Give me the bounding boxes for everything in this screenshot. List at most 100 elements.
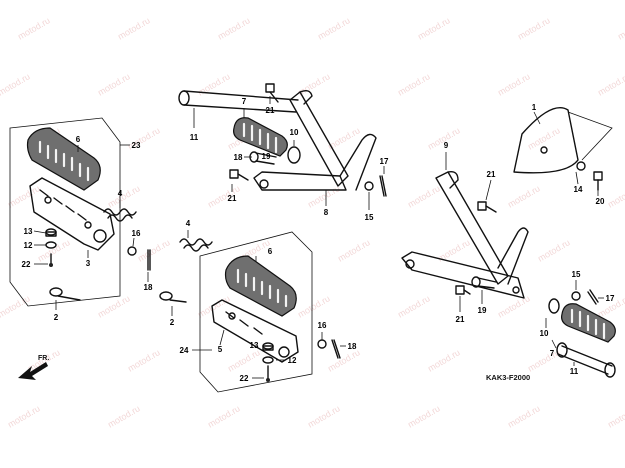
watermark-text: motod.ru: [136, 237, 172, 263]
guard-bolt: [593, 171, 603, 191]
return-spring: [103, 208, 137, 222]
watermark-text: motod.ru: [506, 183, 542, 209]
callout-5: 5: [218, 345, 223, 354]
callout-18-lower: 18: [348, 342, 357, 351]
watermark-text: motod.ru: [36, 237, 72, 263]
callout-22-lower: 22: [240, 374, 249, 383]
callout-21: 21: [266, 106, 275, 115]
watermark-text: motod.ru: [416, 15, 452, 41]
callout-6: 6: [76, 135, 81, 144]
watermark-text: motod.ru: [96, 293, 132, 319]
callout-21-right: 21: [487, 170, 496, 179]
leader-lines: [33, 96, 604, 379]
callout-12-lower: 12: [288, 356, 297, 365]
callout-labels: 23 6 4 13 12 22 3 2 16 18 4 6 24 5 13 12…: [22, 97, 615, 383]
watermark-text: motod.ru: [116, 15, 152, 41]
footpeg-bracket: [29, 177, 115, 251]
watermark-text: motod.ru: [0, 71, 32, 97]
watermark-text: motod.ru: [126, 347, 162, 373]
flange-bolt-mid: [229, 169, 249, 181]
callout-14: 14: [574, 185, 583, 194]
callout-23: 23: [132, 141, 141, 150]
pivot-pin: [49, 287, 81, 301]
shaft-rubber: [233, 117, 288, 157]
footpeg-bracket-lower: [211, 299, 299, 363]
callout-11: 11: [190, 133, 199, 142]
callout-2-lower: 2: [170, 318, 175, 327]
watermark-text: motod.ru: [496, 293, 532, 319]
watermark-text: motod.ru: [206, 403, 242, 429]
callout-22: 22: [22, 260, 31, 269]
shaft-rubber-right: [561, 303, 616, 343]
callout-17: 17: [380, 157, 389, 166]
callout-8: 8: [324, 208, 329, 217]
assembly-box-23: [9, 117, 121, 307]
flange-bolt-right: [477, 201, 497, 213]
watermark-text: motod.ru: [96, 71, 132, 97]
step-bar-left: [253, 89, 377, 191]
callout-19-right: 19: [478, 306, 487, 315]
watermark-text: motod.ru: [606, 183, 625, 209]
pivot-shaft-right: [556, 342, 616, 378]
watermark-text: motod.ru: [6, 403, 42, 429]
watermark-text: motod.ru: [426, 347, 462, 373]
watermark-text: motod.ru: [226, 347, 262, 373]
callout-7: 7: [242, 97, 247, 106]
diagram-code: KAK3-F2000: [486, 373, 530, 382]
direction-label: FR.: [38, 355, 49, 362]
watermark-text: motod.ru: [396, 293, 432, 319]
watermark-text: motod.ru: [526, 125, 562, 151]
watermark-text: motod.ru: [406, 403, 442, 429]
callout-15-right: 15: [572, 270, 581, 279]
callout-16: 16: [132, 229, 141, 238]
callout-24: 24: [180, 346, 189, 355]
watermark-text: motod.ru: [506, 403, 542, 429]
watermark-text: motod.ru: [326, 347, 362, 373]
watermark-text: motod.ru: [396, 71, 432, 97]
flange-bolt-right-lower: [455, 285, 471, 295]
callout-17-right: 17: [606, 294, 615, 303]
callout-4-lower: 4: [186, 219, 191, 228]
nut: [127, 246, 137, 256]
watermark-text: motod.ru: [496, 71, 532, 97]
return-spring-lower: [179, 238, 213, 252]
watermark-text: motod.ru: [106, 403, 142, 429]
callout-3: 3: [86, 259, 91, 268]
pin-bolt-right: [471, 276, 497, 289]
watermark-text: motod.ru: [596, 71, 625, 97]
callout-1: 1: [532, 103, 537, 112]
footpeg-rubber-lower: [224, 255, 297, 317]
watermark-text: motod.ru: [616, 15, 625, 41]
callout-7-right: 7: [550, 349, 555, 358]
pivot-shaft: [178, 90, 299, 113]
watermark-text: motod.ru: [6, 183, 42, 209]
step-bar-right: [401, 170, 529, 299]
collar-body: [45, 231, 57, 237]
heel-guard: [513, 107, 613, 174]
watermark-text: motod.ru: [406, 183, 442, 209]
watermark-text: motod.ru: [306, 403, 342, 429]
watermark-text: motod.ru: [216, 15, 252, 41]
watermark-text: motod.ru: [536, 237, 572, 263]
callout-9: 9: [444, 141, 449, 150]
footpeg-rubber: [26, 127, 101, 191]
callout-6-lower: 6: [268, 247, 273, 256]
watermark-text: motod.ru: [316, 15, 352, 41]
callout-13-lower: 13: [250, 341, 259, 350]
watermark-text: motod.ru: [516, 15, 552, 41]
callout-19: 19: [262, 152, 271, 161]
watermark-text: motod.ru: [336, 237, 372, 263]
watermark-text: motod.ru: [296, 293, 332, 319]
callout-16-lower: 16: [318, 321, 327, 330]
flange-bolt: [265, 83, 279, 103]
watermark-text: motod.ru: [306, 183, 342, 209]
watermark-text: motod.ru: [0, 293, 32, 319]
callout-20: 20: [596, 197, 605, 206]
watermark-text: motod.ru: [606, 403, 625, 429]
callout-21-right-lower: 21: [456, 315, 465, 324]
callout-18-mid: 18: [234, 153, 243, 162]
callout-10: 10: [290, 128, 299, 137]
front-direction-arrow: FR.: [18, 355, 49, 380]
